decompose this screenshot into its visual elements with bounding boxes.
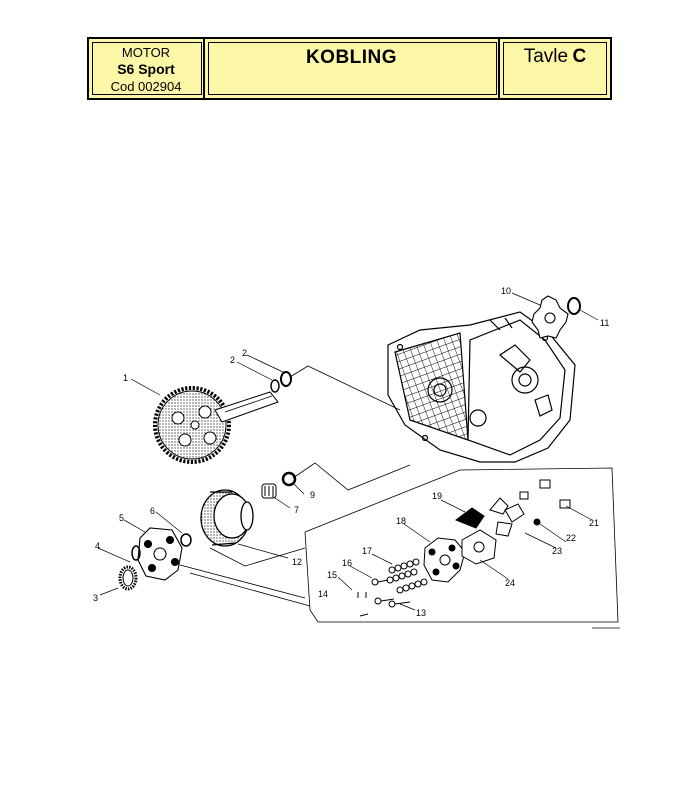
table-number-cell: Tavle C <box>500 39 610 98</box>
part-label-22: 22 <box>566 533 576 543</box>
part-label-17: 17 <box>362 546 372 556</box>
washer-2a <box>270 379 280 393</box>
part-label-14: 14 <box>318 589 328 599</box>
part-label-18: 18 <box>396 516 406 526</box>
part-label-11: 11 <box>600 318 609 328</box>
part-label-13: 13 <box>416 608 426 618</box>
circlip <box>567 297 581 315</box>
title-block: MOTOR S6 Sport Cod 002904 KOBLING Tavle … <box>87 37 612 100</box>
part-label-15: 15 <box>327 570 337 580</box>
part-labels: 1 2 2 3 4 5 6 7 9 10 11 12 13 14 15 16 1… <box>93 286 609 618</box>
part-label-19: 19 <box>432 491 442 501</box>
part-label-21: 21 <box>589 518 599 528</box>
part-label-12: 12 <box>292 557 302 567</box>
clutch-bell <box>200 489 254 547</box>
motor-info-cell: MOTOR S6 Sport Cod 002904 <box>89 39 205 98</box>
part-label-9: 9 <box>310 490 315 500</box>
clutch-pinion <box>118 565 138 591</box>
o-ring <box>131 545 141 561</box>
inset-clutch-parts <box>423 479 571 583</box>
part-label-23: 23 <box>552 546 562 556</box>
section-title-cell: KOBLING <box>205 39 500 98</box>
part-label-2b: 2 <box>242 348 247 358</box>
part-label-10: 10 <box>501 286 511 296</box>
table-word: Tavle <box>523 46 569 67</box>
model-label: S6 Sport <box>117 61 175 77</box>
code-label: Cod 002904 <box>110 79 182 94</box>
part-label-5: 5 <box>119 513 124 523</box>
part-label-3: 3 <box>93 593 98 603</box>
assembly-guide-lines <box>179 365 619 623</box>
inset-screws <box>357 578 411 617</box>
motor-label: MOTOR <box>121 45 171 60</box>
inset-springs <box>386 558 428 594</box>
part-label-1: 1 <box>123 373 128 383</box>
part-label-4: 4 <box>95 541 100 551</box>
section-title: KOBLING <box>305 47 398 68</box>
primary-gear <box>153 386 279 464</box>
leader-lines <box>97 292 599 611</box>
washer-2b <box>280 371 292 387</box>
part-label-24: 24 <box>505 578 515 588</box>
part-label-7: 7 <box>294 505 299 515</box>
washer-6 <box>180 533 192 547</box>
needle-bearing <box>261 483 277 499</box>
part-label-2a: 2 <box>230 355 235 365</box>
crankcase <box>387 311 576 463</box>
table-letter: C <box>572 46 587 67</box>
part-label-16: 16 <box>342 558 352 568</box>
drive-sprocket <box>531 295 569 339</box>
clutch-assembly <box>137 527 183 581</box>
part-label-6: 6 <box>150 506 155 516</box>
washer-9 <box>281 471 297 487</box>
